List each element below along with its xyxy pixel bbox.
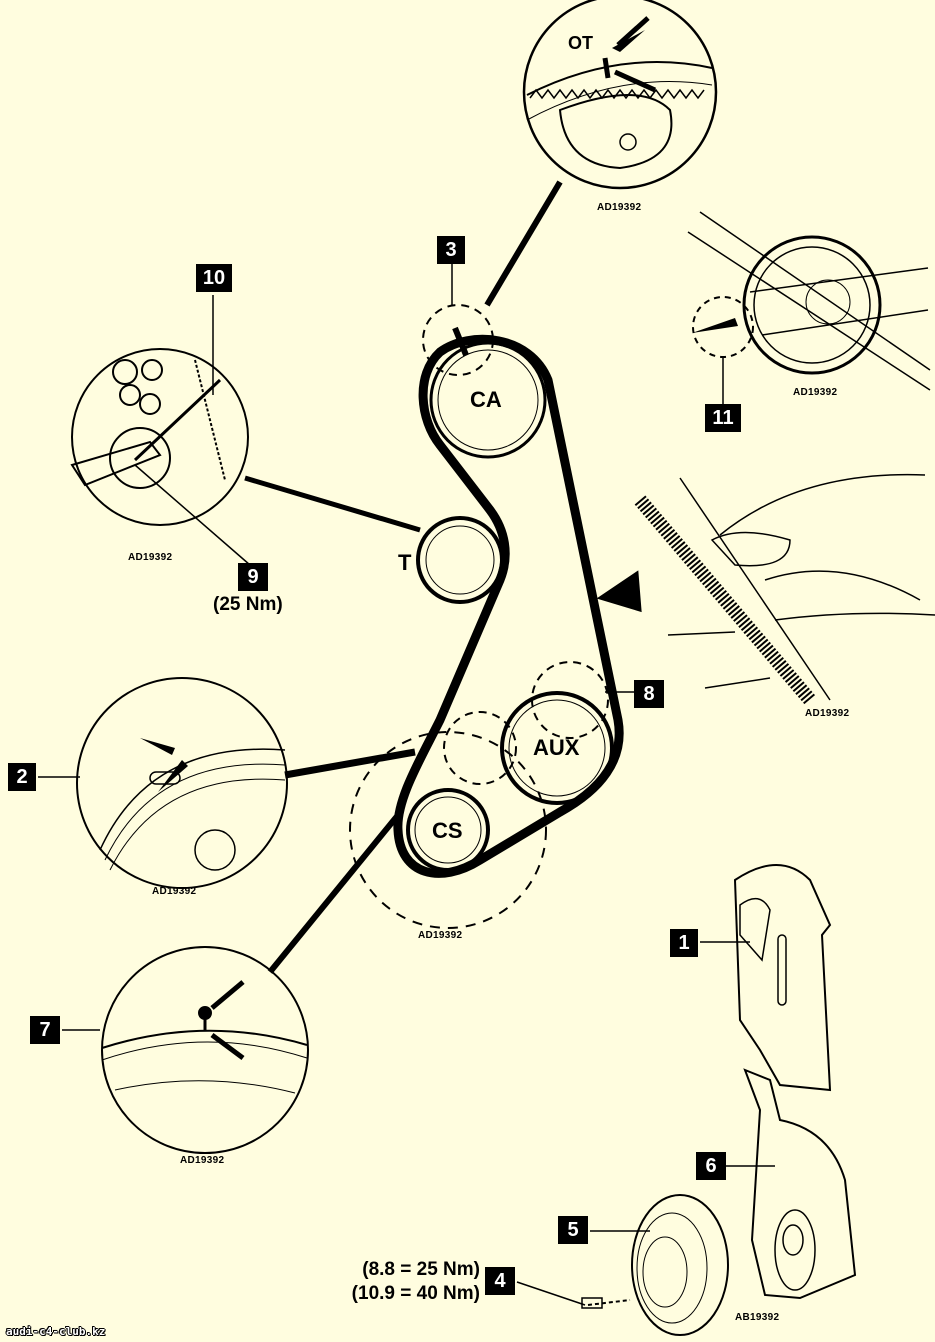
crank-pulley-detail-view	[38, 677, 288, 889]
callout-7: 7	[30, 1016, 60, 1044]
rotation-direction-arrow	[596, 570, 642, 613]
ref-code-crank-pulley-detail: AD19392	[152, 886, 197, 897]
tensioner-pulley	[416, 516, 504, 604]
ref-code-flywheel-detail: AD19392	[180, 1155, 225, 1166]
crankshaft-pulley	[406, 788, 490, 872]
pulley-label-t: T	[398, 550, 412, 575]
exploded-parts-view	[516, 864, 857, 1336]
ref-code-camshaft-detail: AD19392	[597, 202, 642, 213]
ref-code-pointer-detail: AD19392	[793, 387, 838, 398]
timing-belt	[393, 334, 624, 878]
callout-8: 8	[634, 680, 664, 708]
torque-spec-4-grade-10-9: (10.9 = 40 Nm)	[351, 1283, 480, 1304]
camshaft-detail-view	[522, 0, 718, 190]
flywheel-detail-view	[62, 946, 309, 1154]
callout-10: 10	[196, 264, 232, 292]
pointer-detail-view	[687, 211, 931, 404]
ref-code-main-layout: AD19392	[418, 930, 463, 941]
ot-mark-label: OT	[568, 33, 593, 53]
pulley-label-aux: AUX	[533, 735, 580, 760]
watermark: audi-c4-club.kz	[6, 1325, 106, 1338]
callout-6: 6	[696, 1152, 726, 1180]
pulley-label-cs: CS	[432, 818, 463, 843]
torque-spec-9: (25 Nm)	[213, 594, 283, 615]
callout-5: 5	[558, 1216, 588, 1244]
callout-2: 2	[8, 763, 36, 791]
ref-code-exploded-parts: AB19392	[735, 1312, 780, 1323]
tensioner-detail-view	[70, 295, 251, 566]
ref-code-tensioner-detail: AD19392	[128, 552, 173, 563]
callout-11: 11	[705, 404, 741, 432]
camshaft-pulley	[429, 341, 547, 459]
callout-4: 4	[485, 1267, 515, 1295]
pulley-label-ca: CA	[470, 387, 502, 412]
belt-hand-detail-view	[634, 473, 935, 705]
callout-3: 3	[437, 236, 465, 264]
ref-code-belt-hand-detail: AD19392	[805, 708, 850, 719]
torque-spec-4-grade-8-8: (8.8 = 25 Nm)	[362, 1259, 480, 1280]
callout-1: 1	[670, 929, 698, 957]
main-belt-layout	[349, 304, 642, 929]
auxiliary-pulley	[500, 691, 614, 805]
callout-9: 9	[238, 563, 268, 591]
